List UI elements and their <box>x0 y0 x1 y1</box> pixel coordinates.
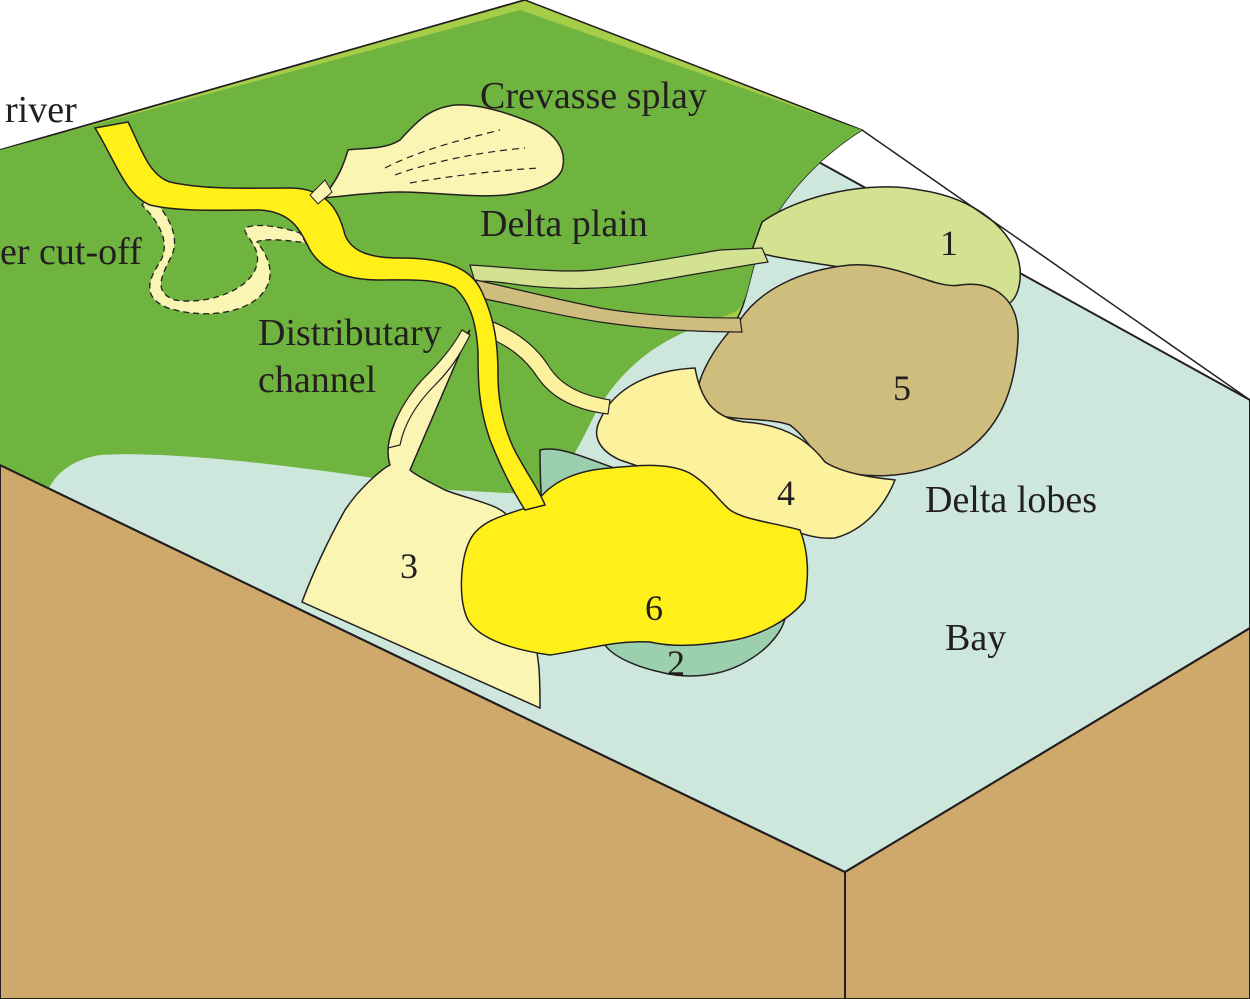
lobe-6 <box>460 464 809 656</box>
label-river: river <box>5 89 77 131</box>
label-river-cutoff: er cut-off <box>0 231 142 273</box>
abandoned-channel-lobe-4 <box>483 319 611 415</box>
abandoned-channel-lobe-3 <box>387 329 471 449</box>
label-delta-lobes: Delta lobes <box>925 479 1097 521</box>
lobe-label-4: 4 <box>777 473 795 513</box>
floodplain-surface <box>0 10 862 495</box>
lobe-label-3: 3 <box>400 546 418 586</box>
label-delta-plain: Delta plain <box>480 203 648 245</box>
label-bay: Bay <box>945 617 1006 659</box>
block-right-edge <box>861 129 1250 401</box>
crevasse-splay <box>320 104 565 199</box>
label-distributary: Distributary <box>258 312 442 354</box>
lobe-label-2: 2 <box>667 643 685 683</box>
lobe-label-6: 6 <box>645 588 663 628</box>
splay-flow-line <box>394 147 526 176</box>
lobe-label-5: 5 <box>893 368 911 408</box>
label-crevasse-splay: Crevasse splay <box>480 75 707 117</box>
splay-flow-line <box>384 129 501 169</box>
abandoned-channel-lobe-5 <box>475 279 743 333</box>
label-channel: channel <box>258 359 376 401</box>
abandoned-channel-lobe-1 <box>469 247 769 290</box>
splay-flow-line <box>409 167 541 184</box>
lobe-label-1: 1 <box>940 223 958 263</box>
splay-feeder-channel <box>309 179 333 205</box>
